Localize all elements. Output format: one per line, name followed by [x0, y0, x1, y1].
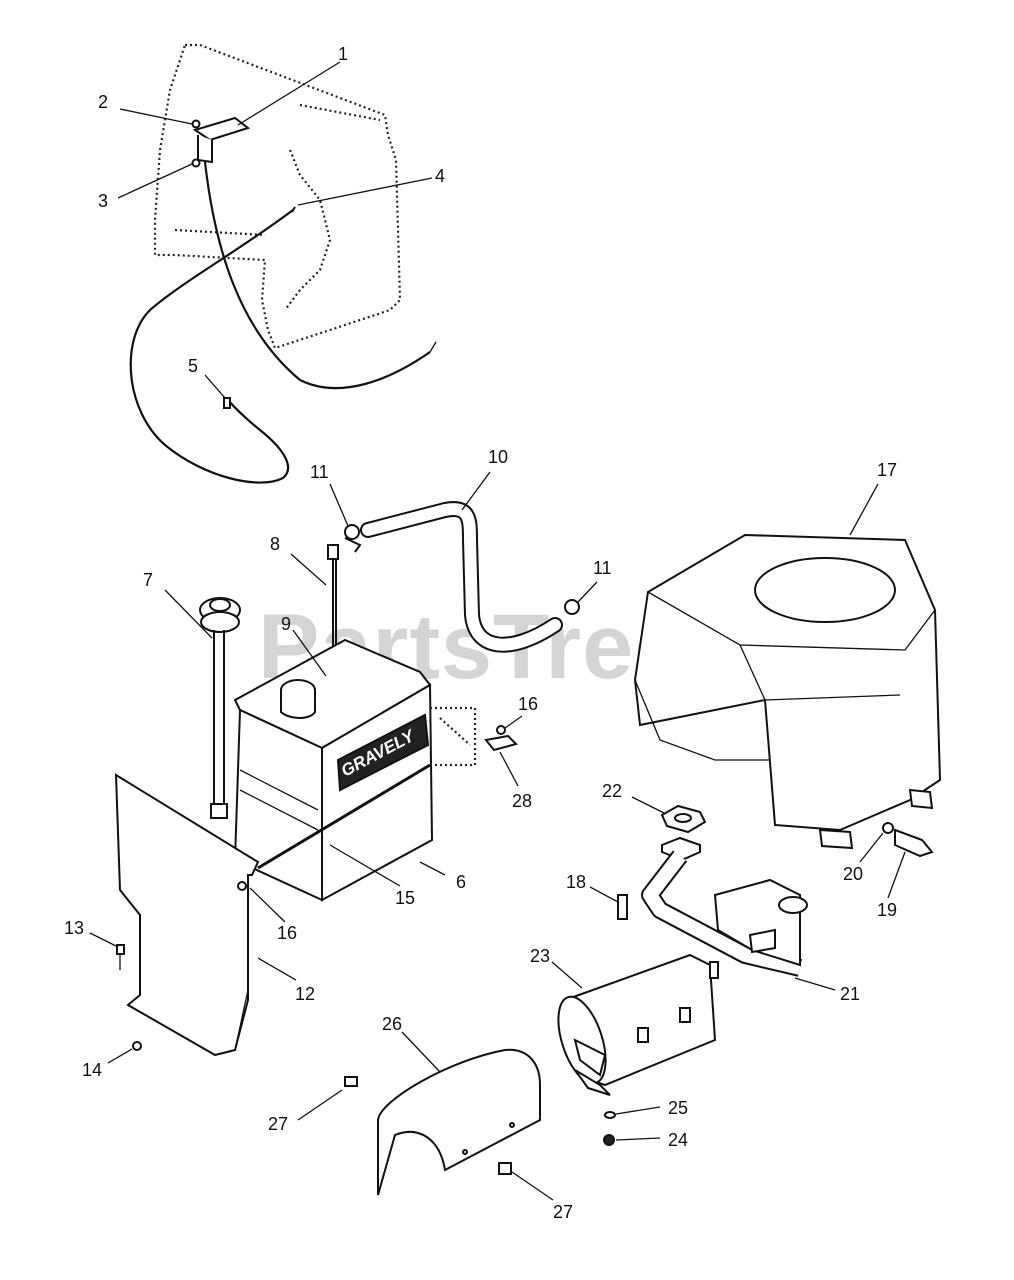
callout-10: 10 [488, 447, 508, 467]
screw-16-lower [237, 881, 247, 891]
callout-17: 17 [877, 460, 897, 480]
muffler [557, 953, 719, 1096]
callout-8: 8 [270, 534, 280, 554]
screw-27-upper [344, 1076, 358, 1087]
bolt-18 [617, 894, 628, 920]
callout-11-upper: 11 [310, 462, 329, 482]
screw-3 [191, 158, 201, 168]
bolt-19 [894, 828, 934, 858]
fuel-cap-sender [199, 597, 241, 819]
hose-clamp-lower [564, 599, 580, 615]
callout-27-upper: 27 [268, 1114, 288, 1134]
tank-bracket [114, 773, 260, 1057]
callout-26: 26 [382, 1014, 402, 1034]
callout-19: 19 [877, 900, 897, 920]
callout-6: 6 [456, 872, 466, 892]
nut-14 [132, 1041, 142, 1051]
screw-2 [191, 119, 201, 129]
screw-16-upper [496, 725, 506, 735]
callout-22: 22 [602, 781, 622, 801]
fuel-tank: GRAVELY [233, 638, 434, 902]
callout-24: 24 [668, 1130, 688, 1150]
fuel-hose [360, 501, 563, 653]
cable-clip-5 [223, 397, 231, 409]
control-bracket [192, 116, 251, 164]
screw-27-lower [498, 1162, 512, 1175]
washer-25 [604, 1111, 616, 1119]
callout-9: 9 [281, 614, 291, 634]
callout-18: 18 [566, 872, 586, 892]
callout-7: 7 [143, 570, 153, 590]
callout-11-lower: 11 [593, 558, 612, 578]
callout-12: 12 [295, 984, 315, 1004]
engine-shroud [633, 533, 942, 850]
muffler-guard [377, 1048, 541, 1196]
washer-20 [882, 822, 894, 834]
callout-14: 14 [82, 1060, 102, 1080]
exhaust-pipe [641, 836, 808, 977]
console-panel [153, 43, 402, 350]
callout-16-lower: 16 [277, 923, 297, 943]
callout-21: 21 [840, 984, 860, 1004]
callout-27-lower: 27 [553, 1202, 573, 1222]
callout-4: 4 [435, 166, 445, 186]
callout-20: 20 [843, 864, 863, 884]
nut-24 [603, 1134, 615, 1146]
callout-16-upper: 16 [518, 694, 538, 714]
callout-2: 2 [98, 92, 108, 112]
callout-23: 23 [530, 946, 550, 966]
strap-clip-28 [484, 734, 518, 752]
control-cables [129, 161, 437, 484]
bolt-13 [116, 944, 125, 970]
callout-25: 25 [668, 1098, 688, 1118]
callout-5: 5 [188, 356, 198, 376]
callout-3: 3 [98, 191, 108, 211]
leader-lines [89, 61, 906, 1201]
hose-clamp-upper [344, 524, 362, 553]
exhaust-gasket [660, 804, 707, 834]
callout-13: 13 [64, 918, 84, 938]
callout-15: 15 [395, 888, 415, 908]
callout-1: 1 [338, 44, 348, 64]
tank-strap [257, 706, 477, 870]
callout-28: 28 [512, 791, 532, 811]
